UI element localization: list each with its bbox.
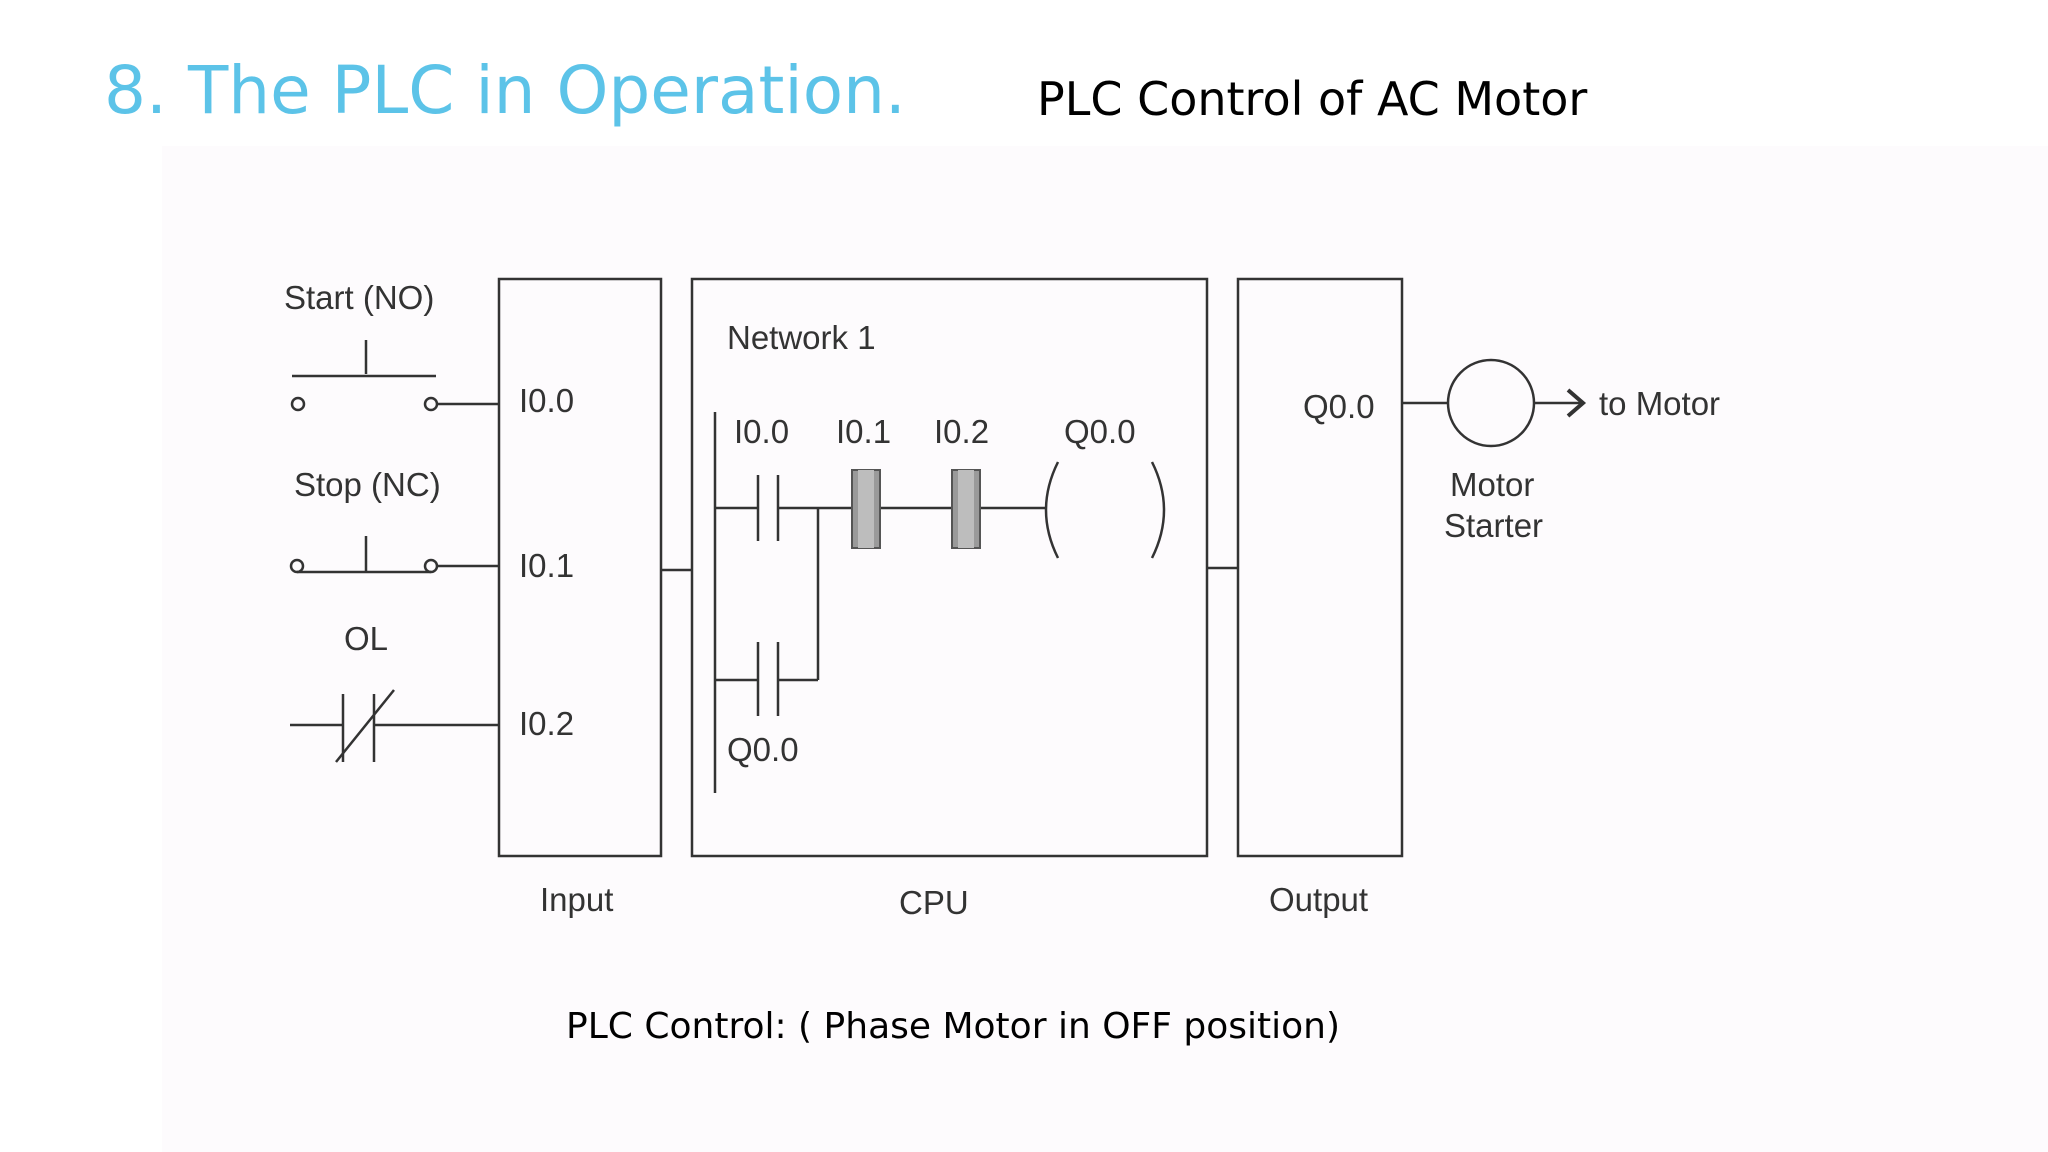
- input-module-box: [497, 277, 663, 858]
- overload-contact-symbol: [290, 689, 499, 763]
- slide-subtitle: PLC Control of AC Motor: [1037, 72, 1588, 126]
- motor-starter-label-line2: Starter: [1444, 507, 1543, 544]
- motor-starter-symbol: [1402, 358, 1587, 448]
- output-module-box: [1236, 277, 1404, 858]
- ladder-rung: [713, 412, 1166, 793]
- stop-pushbutton-symbol: [289, 536, 499, 574]
- network-label: Network 1: [727, 319, 876, 356]
- cpu-box: [690, 277, 1209, 858]
- rung-contact-label-2: I0.2: [934, 413, 989, 450]
- rung-coil-label: Q0.0: [1064, 413, 1136, 450]
- start-label: Start (NO): [284, 279, 434, 316]
- output-module-label: Output: [1269, 881, 1368, 918]
- to-motor-label: to Motor: [1599, 385, 1720, 422]
- slide-caption: PLC Control: ( Phase Motor in OFF positi…: [566, 1006, 1341, 1047]
- input-terminal-2: I0.2: [519, 705, 574, 742]
- output-terminal: Q0.0: [1303, 388, 1375, 425]
- closed-contacts: [851, 469, 981, 549]
- slide-background-panel: [162, 146, 2048, 1152]
- motor-starter-label-line1: Motor: [1450, 466, 1534, 503]
- input-terminal-1: I0.1: [519, 547, 574, 584]
- slide-title: 8. The PLC in Operation.: [104, 52, 906, 129]
- seal-in-contact-label: Q0.0: [727, 731, 799, 768]
- start-pushbutton-symbol: [290, 340, 499, 412]
- rung-contact-label-0: I0.0: [734, 413, 789, 450]
- input-module-label: Input: [540, 881, 613, 918]
- input-terminal-0: I0.0: [519, 382, 574, 419]
- stop-label: Stop (NC): [294, 466, 441, 503]
- ol-label: OL: [344, 620, 388, 657]
- rung-contact-label-1: I0.1: [836, 413, 891, 450]
- cpu-label: CPU: [899, 884, 969, 921]
